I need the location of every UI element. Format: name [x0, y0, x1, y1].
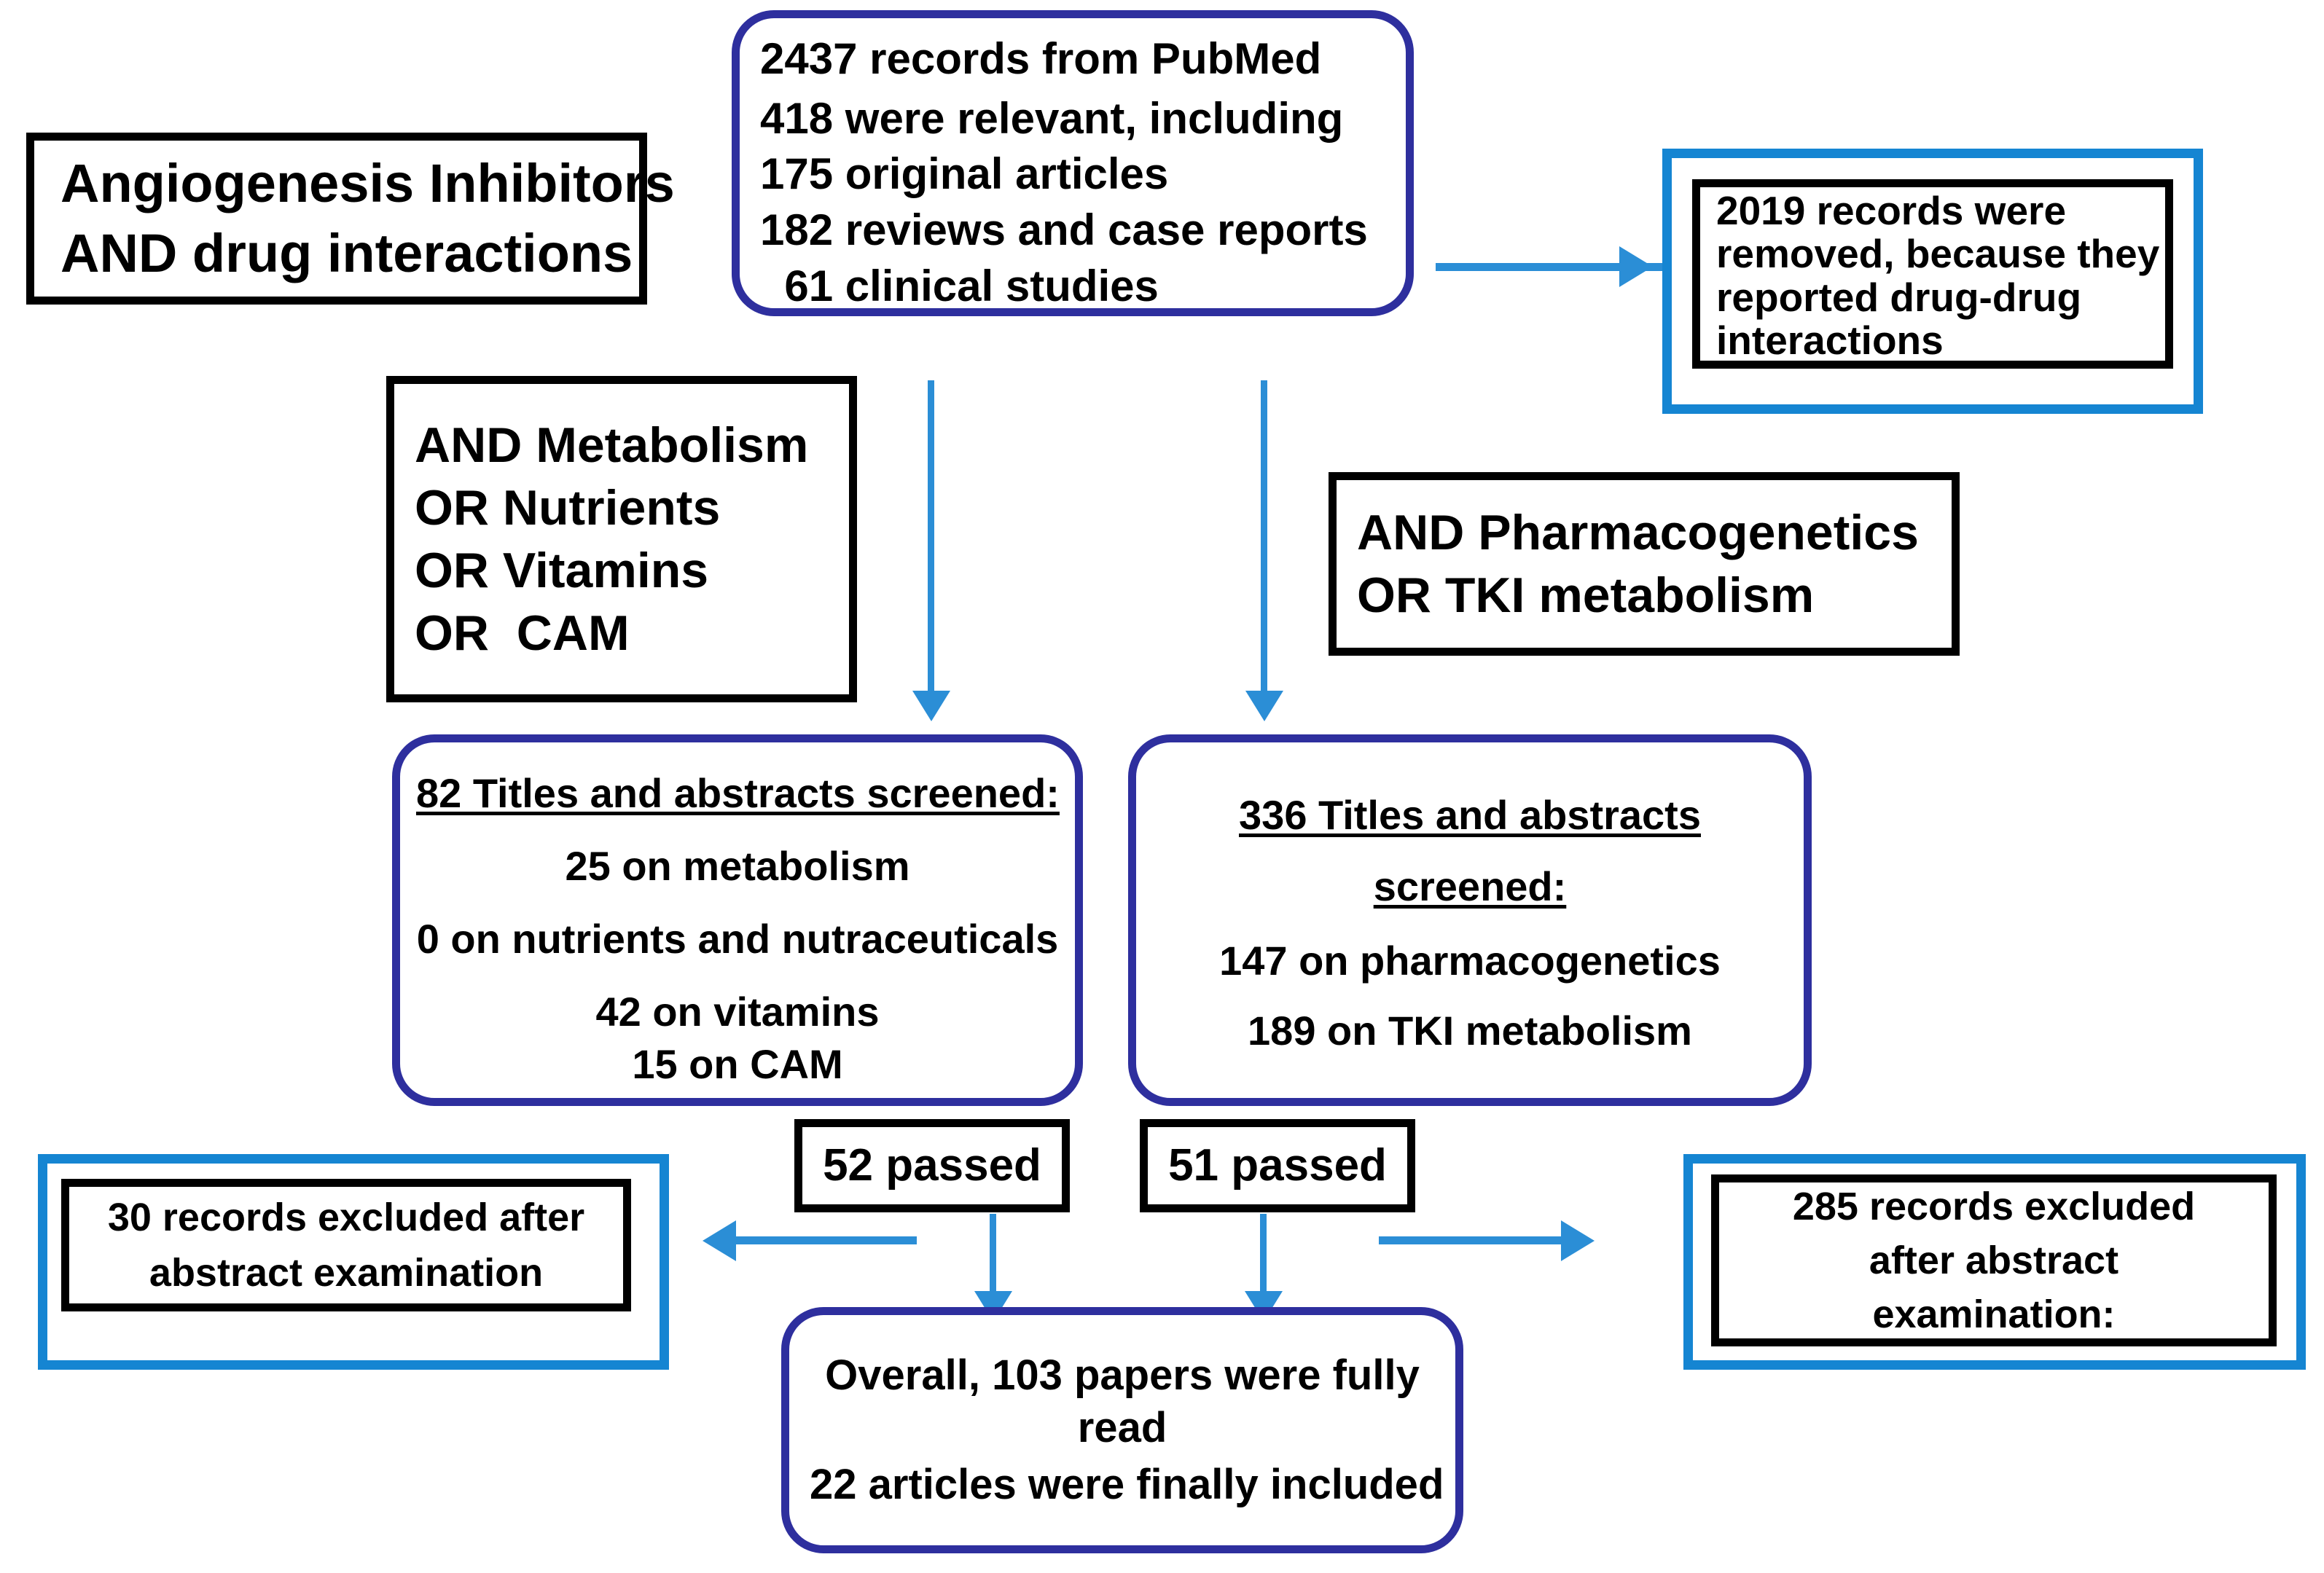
filter1-line-2: OR Nutrients [415, 480, 721, 536]
pubmed-line-1: 2437 records from PubMed [760, 34, 1322, 83]
arrow-pubmed-to-screen-right-head [1245, 691, 1283, 721]
arrow-passed-right-to-excluded-right-head [1561, 1220, 1595, 1261]
arrow-passed-left-to-excluded-left [736, 1236, 917, 1244]
screening-right-line-1: 147 on pharmacogenetics [1219, 938, 1721, 984]
overall-line-2: read [1077, 1404, 1167, 1451]
filter1-line-3: OR Vitamins [415, 543, 709, 598]
screening-left-line-4: 15 on CAM [632, 1041, 843, 1087]
screening-right-heading-line-1: 336 Titles and abstracts [1239, 792, 1701, 838]
excluded-left-box: 30 records excluded after abstract exami… [61, 1179, 631, 1311]
arrow-pubmed-to-removed-head [1619, 246, 1653, 287]
pubmed-line-4: 182 reviews and case reports [760, 205, 1368, 255]
arrow-pubmed-to-screen-left [928, 380, 934, 694]
search-query-box: Angiogenesis Inhibitors AND drug interac… [26, 133, 675, 305]
passed-left-box: 52 passed [794, 1119, 1070, 1212]
filter2-line-1: AND Pharmacogenetics [1357, 505, 1919, 560]
removed-line-4: interactions [1716, 318, 1944, 363]
removed-line-3: reported drug-drug [1716, 274, 2082, 320]
screening-left-box: 82 Titles and abstracts screened: 25 on … [392, 734, 1083, 1106]
removed-line-2: removed, because they [1716, 231, 2160, 276]
overall-included-box: Overall, 103 papers were fully read 22 a… [781, 1307, 1463, 1553]
pubmed-line-5: 61 clinical studies [760, 262, 1159, 311]
excluded-right-line-2: after abstract [1869, 1239, 2119, 1282]
filter-criteria-pharmacogenetics-box: AND Pharmacogenetics OR TKI metabolism [1329, 472, 1960, 656]
search-query-line-1: Angiogenesis Inhibitors [60, 153, 675, 213]
filter1-line-1: AND Metabolism [415, 417, 809, 473]
arrow-passed-left-to-overall [990, 1214, 996, 1295]
excluded-left-line-2: abstract examination [149, 1251, 544, 1295]
filter1-line-4: OR CAM [415, 605, 630, 661]
arrow-pubmed-to-removed [1436, 263, 1663, 271]
excluded-right-box: 285 records excluded after abstract exam… [1711, 1174, 2277, 1346]
filter2-line-2: OR TKI metabolism [1357, 568, 1815, 623]
removed-line-1: 2019 records were [1716, 187, 2067, 233]
screening-left-line-3: 42 on vitamins [595, 989, 880, 1035]
filter-criteria-metabolism-box: AND Metabolism OR Nutrients OR Vitamins … [386, 376, 857, 702]
overall-line-3: 22 articles were finally included [810, 1461, 1444, 1508]
passed-right-box: 51 passed [1140, 1119, 1415, 1212]
arrow-passed-right-to-overall [1260, 1214, 1267, 1295]
pubmed-results-box: 2437 records from PubMed 418 were releva… [732, 10, 1414, 316]
arrow-pubmed-to-screen-right [1261, 380, 1267, 694]
screening-right-heading-line-2: screened: [1373, 863, 1567, 909]
overall-line-1: Overall, 103 papers were fully [825, 1352, 1420, 1399]
pubmed-line-2: 418 were relevant, including [760, 93, 1344, 143]
screening-right-box: 336 Titles and abstracts screened: 147 o… [1128, 734, 1812, 1106]
screening-left-line-2: 0 on nutrients and nutraceuticals [416, 916, 1059, 962]
removed-records-box: 2019 records were removed, because they … [1692, 179, 2173, 369]
arrow-passed-left-to-excluded-left-head [703, 1220, 736, 1261]
screening-left-heading: 82 Titles and abstracts screened: [416, 770, 1060, 816]
excluded-right-line-1: 285 records excluded [1792, 1185, 2196, 1228]
excluded-left-line-1: 30 records excluded after [107, 1196, 585, 1239]
excluded-right-line-3: examination: [1872, 1292, 2116, 1336]
screening-right-line-2: 189 on TKI metabolism [1248, 1008, 1692, 1054]
passed-left-label: 52 passed [823, 1140, 1041, 1190]
passed-right-label: 51 passed [1168, 1140, 1387, 1190]
arrow-passed-right-to-excluded-right [1379, 1236, 1561, 1244]
pubmed-line-3: 175 original articles [760, 149, 1169, 199]
screening-left-line-1: 25 on metabolism [565, 843, 910, 889]
arrow-pubmed-to-screen-left-head [912, 691, 950, 721]
search-query-line-2: AND drug interactions [60, 223, 633, 283]
